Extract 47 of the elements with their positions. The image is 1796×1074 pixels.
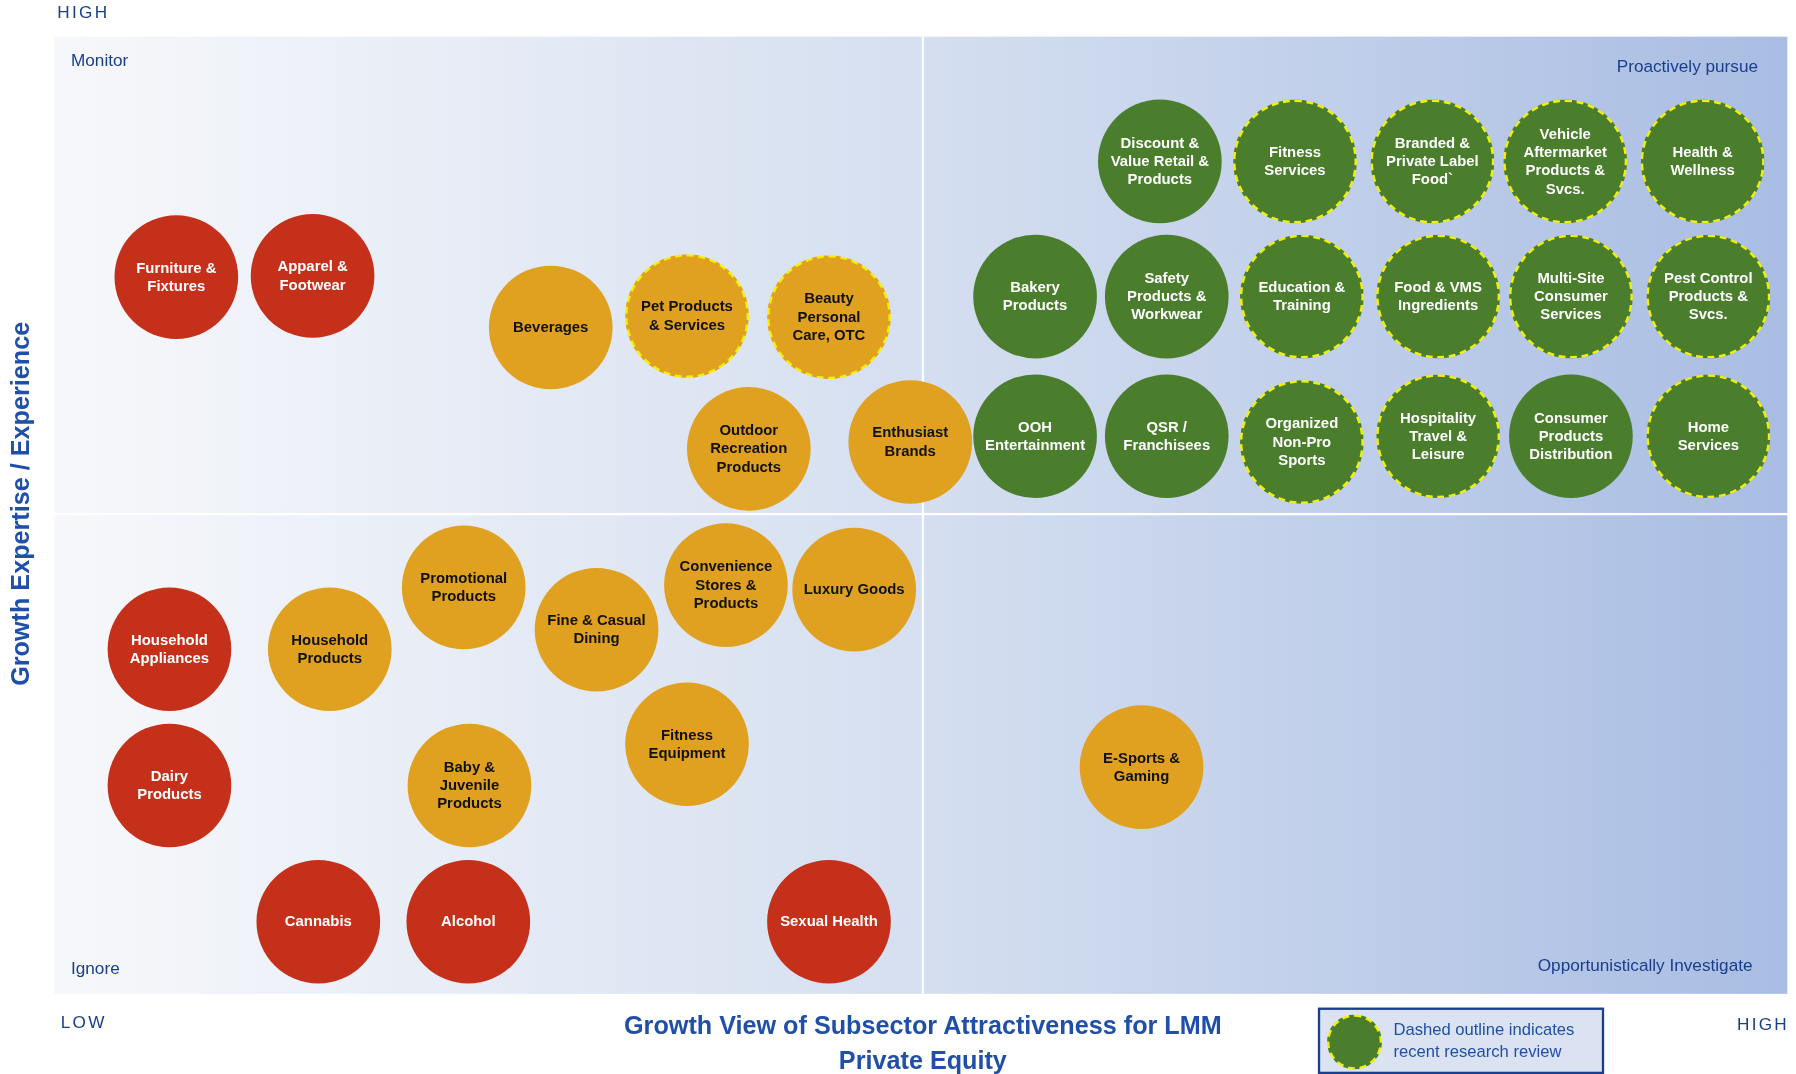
subsector-bubble: Fitness Equipment xyxy=(625,682,749,807)
subsector-bubble: Consumer Products Distribution xyxy=(1509,374,1633,499)
axis-end-label: HIGH xyxy=(57,2,110,22)
subsector-bubble: Beverages xyxy=(488,265,613,390)
subsector-bubble: Household Products xyxy=(267,587,392,712)
subsector-bubble: Home Services xyxy=(1646,374,1771,499)
subsector-bubble: Cannabis xyxy=(256,859,381,984)
subsector-bubble: Health & Wellness xyxy=(1640,99,1765,224)
subsector-bubble: Apparel & Footwear xyxy=(250,214,375,338)
quadrant-label: Proactively pursue xyxy=(1616,56,1758,76)
subsector-bubble: Education & Training xyxy=(1240,234,1364,359)
subsector-bubble: Hospitality Travel & Leisure xyxy=(1376,374,1500,499)
quadrant-label: Opportunistically Investigate xyxy=(1537,954,1753,975)
axis-end-label: LOW xyxy=(60,1012,107,1032)
subsector-bubble: Multi-Site Consumer Services xyxy=(1509,234,1633,359)
subsector-bubble: Discount & Value Retail & Products xyxy=(1098,99,1222,224)
subsector-bubble: Sexual Health xyxy=(767,859,891,984)
subsector-bubble: Enthusiast Brands xyxy=(848,380,973,504)
subsector-bubble: Bakery Products xyxy=(973,234,1097,359)
axis-title: Growth View of Subsector Attractiveness for LMM Private Equity xyxy=(623,1010,1223,1074)
subsector-bubble: Safety Products & Workwear xyxy=(1104,234,1229,359)
subsector-bubble: Fitness Services xyxy=(1233,99,1357,224)
axis-title: Growth Expertise / Experience xyxy=(5,321,36,686)
subsector-bubble: Household Appliances xyxy=(107,587,232,712)
subsector-bubble: Vehicle Aftermarket Products & Svcs. xyxy=(1503,99,1628,224)
quadrant-label: Monitor xyxy=(71,50,129,70)
subsector-bubble: Branded & Private Label Food` xyxy=(1370,99,1495,224)
subsector-bubble: Baby & Juvenile Products xyxy=(407,723,532,848)
subsector-bubble: Outdoor Recreation Products xyxy=(687,387,811,511)
subsector-bubble: Food & VMS Ingredients xyxy=(1376,234,1500,359)
subsector-bubble: Furniture & Fixtures xyxy=(114,215,239,339)
subsector-bubble: Luxury Goods xyxy=(792,527,916,652)
axis-end-label: HIGH xyxy=(1736,1014,1790,1034)
subsector-bubble: E-Sports & Gaming xyxy=(1079,705,1204,829)
subsector-bubble: Pet Products & Services xyxy=(625,254,749,378)
legend-text: Dashed outline indicates recent research review xyxy=(1393,1019,1576,1063)
subsector-bubble: Organized Non-Pro Sports xyxy=(1240,380,1364,504)
subsector-bubble: Promotional Products xyxy=(401,525,526,650)
subsector-bubble: Beauty Personal Care, OTC xyxy=(767,255,891,379)
subsector-bubble: OOH Entertainment xyxy=(973,374,1097,499)
subsector-bubble: Alcohol xyxy=(406,859,531,984)
subsector-bubble: Pest Control Products & Svcs. xyxy=(1646,234,1771,359)
subsector-bubble: Dairy Products xyxy=(107,723,232,848)
quadrant-label: Ignore xyxy=(71,958,120,978)
subsector-bubble: Convenience Stores & Products xyxy=(664,523,788,647)
subsector-bubble: Fine & Casual Dining xyxy=(534,567,659,692)
subsector-bubble: QSR / Franchisees xyxy=(1104,374,1229,499)
